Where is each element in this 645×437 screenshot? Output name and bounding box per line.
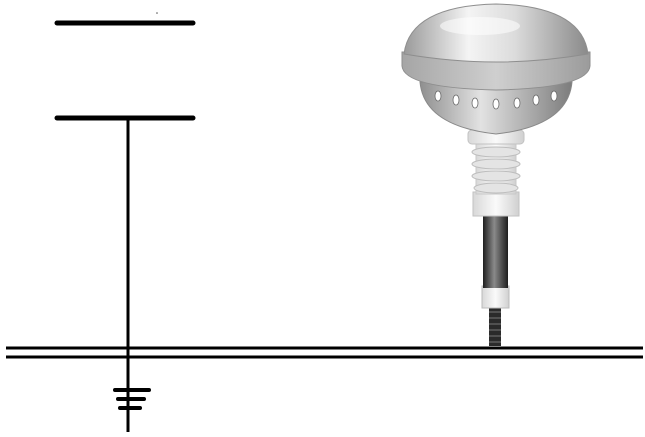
probe-dome-highlight [440,17,520,35]
probe-lower-sleeve [481,285,510,309]
probe-vent-holes [434,90,558,110]
probe-device [401,3,591,346]
probe-collar [401,51,591,91]
stray-dot [156,12,158,14]
probe-upper-sleeve [472,191,520,217]
capacitor [54,20,196,121]
conductor [6,346,643,359]
probe-rod [483,214,508,288]
probe-insulator [467,129,525,195]
ground-symbol [113,388,151,410]
